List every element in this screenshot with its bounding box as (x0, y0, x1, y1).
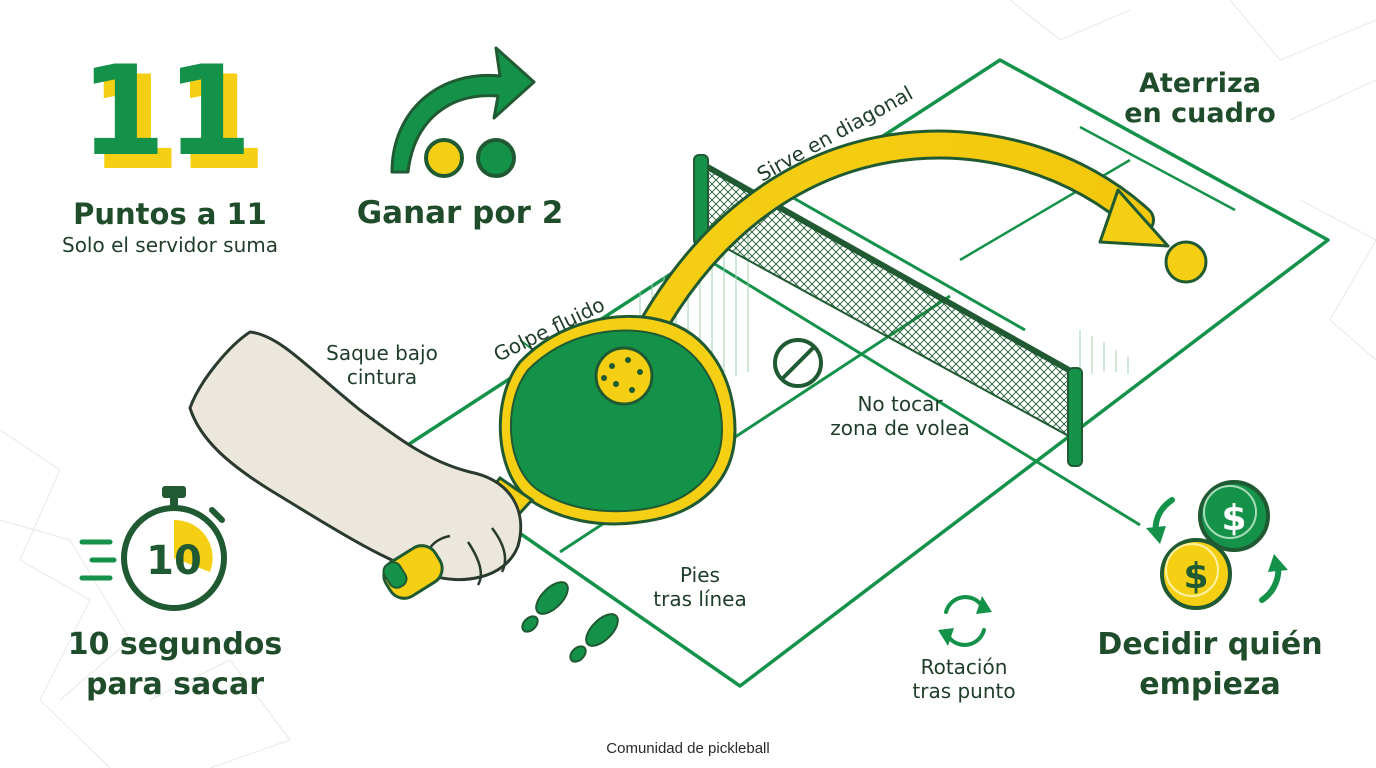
score-number-front: 11 (80, 40, 253, 184)
coin-title-line1: Decidir quién (1097, 627, 1323, 662)
timer-title-line1: 10 segundos (67, 627, 283, 662)
court (398, 58, 1330, 688)
rotation-icon (938, 595, 992, 647)
scoring-subtitle: Solo el servidor suma (62, 233, 278, 257)
kitchen-label-line1: No tocar (857, 392, 943, 416)
no-entry-icon (773, 338, 823, 388)
stopwatch-icon (79, 486, 227, 611)
underhand-label-line2: cintura (346, 365, 418, 389)
coin-toss-icon (1146, 480, 1288, 610)
score-number: 11 (92, 52, 265, 196)
win-by-title: Ganar por 2 (356, 195, 564, 231)
rotation-label-line1: Rotación (920, 655, 1008, 679)
kitchen-label-line2: zona de volea (830, 416, 970, 440)
footprints-icon (521, 581, 619, 663)
coin-title-line2: empieza (1139, 667, 1281, 702)
lands-label-line2: en cuadro (1124, 98, 1276, 129)
feet-label-line2: tras línea (653, 587, 747, 611)
paddle (473, 314, 737, 530)
scoring-title: Puntos a 11 (73, 197, 267, 231)
underhand-label-line1: Saque bajo (326, 341, 438, 365)
paddle-grip (382, 544, 444, 600)
win-by-two-icon (390, 46, 536, 178)
lands-label-line1: Aterriza (1139, 68, 1261, 99)
serve-arc (615, 129, 1170, 385)
landing-ball (1164, 240, 1208, 284)
footer-source: Comunidad de pickleball (606, 740, 770, 757)
timer-number: 10 (146, 538, 202, 584)
pickleball-ball (594, 346, 654, 406)
timer-title-line2: para sacar (85, 667, 265, 702)
feet-label-line1: Pies (680, 563, 720, 587)
coin-symbol-green: $ (1221, 498, 1246, 539)
coin-symbol-yellow: $ (1183, 556, 1208, 597)
rotation-label-line2: tras punto (912, 679, 1016, 703)
